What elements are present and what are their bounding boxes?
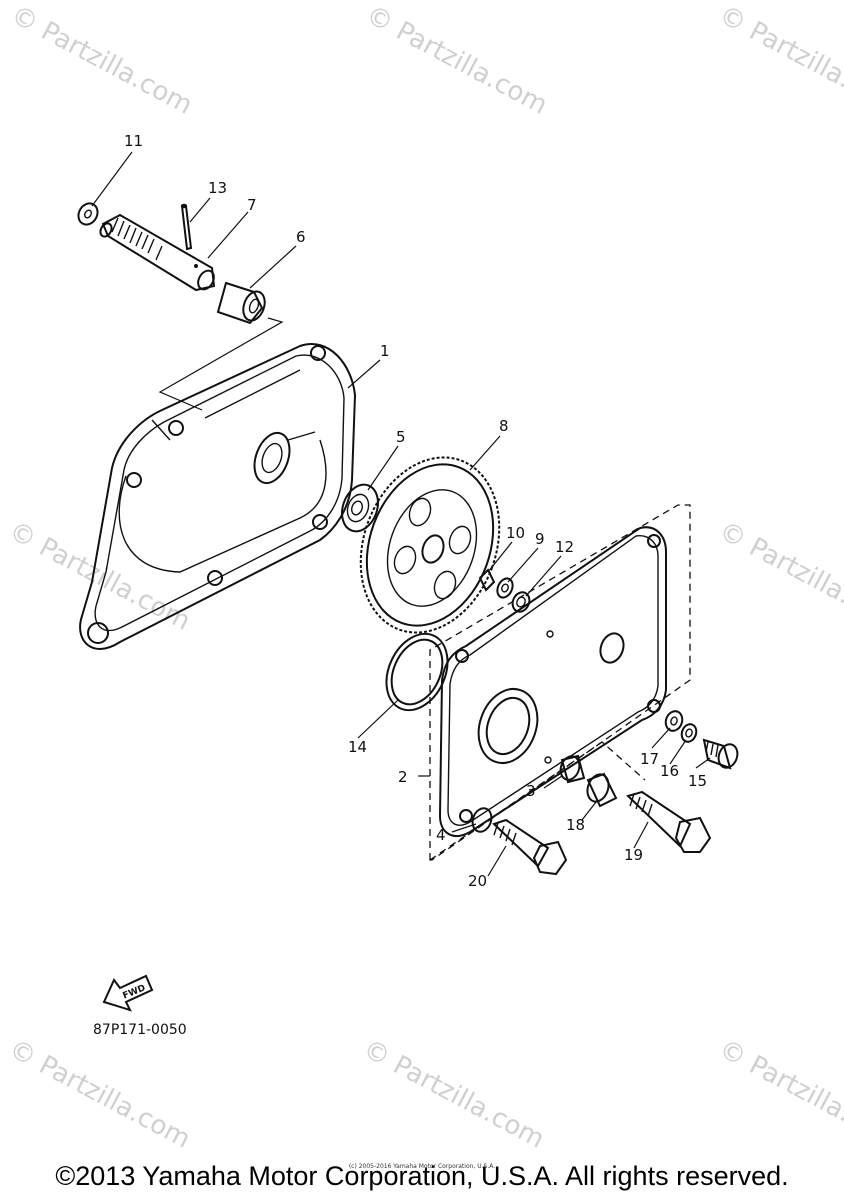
part-2-cover-plate	[438, 526, 667, 837]
label-part-1: 1	[380, 342, 390, 360]
leader-lines	[91, 151, 711, 877]
part-1-case-cover	[79, 343, 357, 650]
part-7-shaft	[99, 213, 216, 292]
label-part-7: 7	[247, 196, 257, 214]
label-part-5: 5	[396, 428, 406, 446]
part-6-bushing	[216, 281, 266, 325]
part-9-washer	[496, 577, 514, 599]
part-2-group-outline	[429, 504, 691, 861]
label-part-6: 6	[296, 228, 306, 246]
label-part-10: 10	[506, 524, 525, 542]
diagram-code: 87P171-0050	[93, 1022, 187, 1038]
label-part-17: 17	[640, 750, 659, 768]
part-18-collar	[586, 772, 618, 808]
label-part-14: 14	[348, 738, 367, 756]
label-part-9: 9	[535, 530, 545, 548]
small-copyright: (c) 2005-2016 Yamaha Motor Corporation, …	[348, 1163, 496, 1170]
fwd-arrow-icon: FWD	[102, 974, 154, 1012]
part-14-o-ring	[385, 632, 449, 712]
part-15-bolt	[702, 738, 739, 770]
part-17-washer	[664, 710, 684, 732]
part-3-dowel	[559, 754, 586, 784]
copyright-notice: ©2013 Yamaha Motor Corporation, U.S.A. A…	[55, 1161, 789, 1191]
label-part-18: 18	[566, 816, 585, 834]
part-8-gear	[359, 456, 501, 634]
part-4-dowel	[471, 807, 493, 833]
part-20-bolt	[492, 818, 568, 876]
label-part-3: 3	[526, 782, 536, 800]
label-part-19: 19	[624, 846, 643, 864]
label-part-15: 15	[688, 772, 707, 790]
part-16-washer	[680, 723, 698, 743]
label-part-2: 2	[398, 768, 408, 786]
part-19-bolt	[626, 790, 712, 853]
part-5-bearing	[341, 483, 379, 533]
label-part-13: 13	[208, 179, 227, 197]
part-11-washer	[77, 202, 99, 226]
part-13-pin	[180, 203, 193, 251]
label-part-11: 11	[124, 132, 143, 150]
label-part-4: 4	[436, 826, 446, 844]
label-part-8: 8	[499, 417, 509, 435]
part-10-key	[478, 568, 496, 592]
label-part-12: 12	[555, 538, 574, 556]
label-part-16: 16	[660, 762, 679, 780]
label-part-20: 20	[468, 872, 487, 890]
